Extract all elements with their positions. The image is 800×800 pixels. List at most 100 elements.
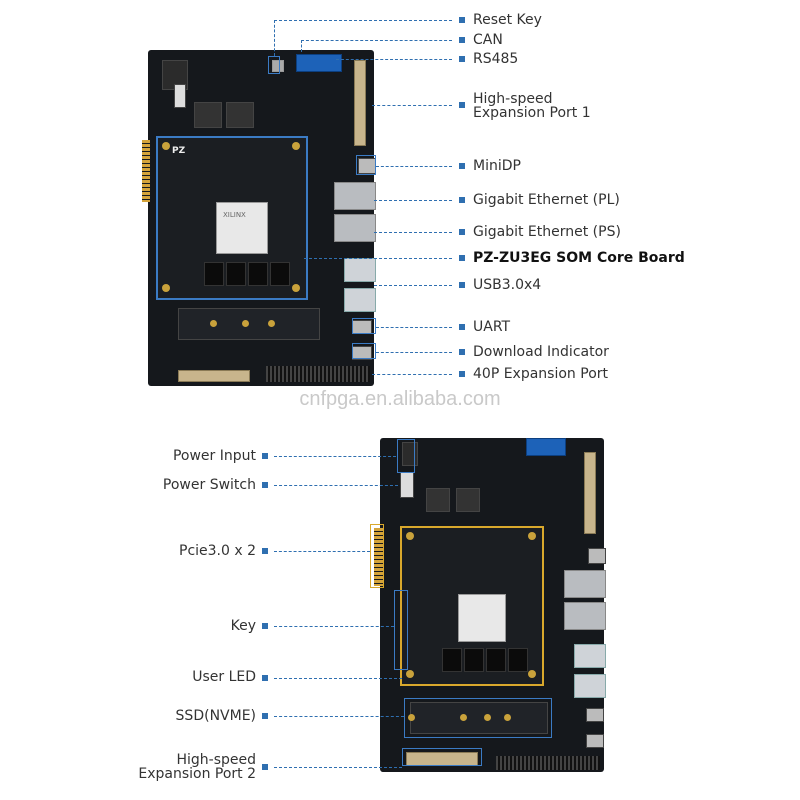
marker-user-led	[262, 675, 268, 681]
label-pcie: Pcie3.0 x 2	[179, 543, 256, 559]
mount-hole	[406, 532, 414, 540]
hl-uart	[352, 318, 376, 334]
ssd-screw	[242, 320, 249, 327]
marker-pcie	[262, 548, 268, 554]
ram-chip-3	[486, 648, 506, 672]
mount-hole	[528, 532, 536, 540]
ram-chip-3	[248, 262, 268, 286]
watermark: cnfpga.en.alibaba.com	[299, 388, 501, 410]
marker-usb	[459, 282, 465, 288]
marker-rs485	[459, 56, 465, 62]
line-user-led	[274, 678, 402, 679]
inductor-1	[426, 488, 450, 512]
label-key: Key	[230, 618, 256, 634]
som-core-board	[400, 526, 544, 686]
marker-key	[262, 623, 268, 629]
ethernet-pl-port	[334, 182, 376, 210]
mount-hole	[162, 284, 170, 292]
hs-port1-connector	[584, 452, 596, 534]
marker-hs1	[459, 102, 465, 108]
marker-download	[459, 349, 465, 355]
hl-ssd	[404, 698, 552, 738]
pcie-fingers	[374, 528, 384, 586]
marker-eth-ps	[459, 229, 465, 235]
pcie-fingers	[142, 140, 150, 202]
label-rs485: RS485	[473, 51, 519, 67]
label-eth-pl: Gigabit Ethernet (PL)	[473, 192, 620, 208]
hs-port1-connector	[354, 60, 366, 146]
line-rs485	[336, 59, 452, 60]
hl-download	[352, 343, 376, 359]
line-download	[376, 352, 452, 353]
line-reset	[274, 20, 452, 21]
line-eth-pl	[374, 200, 452, 201]
marker-power-switch	[262, 482, 268, 488]
hs-port2-connector	[178, 370, 250, 382]
line-eth-ps	[374, 232, 452, 233]
hl-hs2	[402, 748, 482, 766]
som-core-board: PZ XILINX	[156, 136, 308, 300]
fpga-chip: XILINX	[216, 202, 268, 254]
ram-chip-2	[226, 262, 246, 286]
chip-marking: XILINX	[223, 211, 246, 219]
ssd-screw	[268, 320, 275, 327]
line-uart	[376, 327, 452, 328]
label-uart: UART	[473, 319, 511, 335]
marker-ssd	[262, 713, 268, 719]
label-som: PZ-ZU3EG SOM Core Board	[473, 250, 685, 266]
can-rs485-connectors	[296, 54, 342, 72]
marker-reset	[459, 17, 465, 23]
ethernet-pl-port	[564, 570, 606, 598]
ethernet-ps-port	[564, 602, 606, 630]
hl-pcie	[370, 524, 384, 588]
fpga-chip	[458, 594, 506, 642]
hl-reset-key	[268, 56, 280, 74]
ssd-screw	[484, 714, 491, 721]
label-ssd: SSD(NVME)	[175, 708, 256, 724]
header-40p	[496, 756, 600, 770]
line-power-switch	[274, 485, 398, 486]
line-usb	[374, 285, 452, 286]
mount-hole	[292, 284, 300, 292]
power-switch	[174, 84, 186, 108]
label-user-led: User LED	[192, 669, 256, 685]
ram-chip-2	[464, 648, 484, 672]
label-eth-ps: Gigabit Ethernet (PS)	[473, 224, 621, 240]
inductor-2	[226, 102, 254, 128]
hl-minidp	[356, 155, 376, 175]
inductor-1	[194, 102, 222, 128]
label-hs2-line2: Expansion Port 2	[138, 766, 256, 782]
marker-40p	[459, 371, 465, 377]
line-hs2	[274, 767, 402, 768]
header-40p	[266, 366, 370, 382]
line-som	[304, 258, 452, 259]
label-40p: 40P Expansion Port	[473, 366, 609, 382]
label-can: CAN	[473, 32, 503, 48]
top-board-image: PZ XILINX	[142, 50, 376, 386]
marker-eth-pl	[459, 197, 465, 203]
ethernet-ps-port	[334, 214, 376, 242]
line-pcie	[274, 551, 370, 552]
usb-port-1	[344, 258, 376, 282]
mount-hole	[406, 670, 414, 678]
label-reset-key: Reset Key	[473, 12, 542, 28]
hl-keys	[394, 590, 408, 670]
label-usb: USB3.0x4	[473, 277, 542, 293]
bottom-board-image	[374, 438, 606, 772]
label-power-switch: Power Switch	[162, 477, 256, 493]
line-can-v	[301, 40, 302, 52]
ssd-screw	[210, 320, 217, 327]
marker-uart	[459, 324, 465, 330]
line-can	[301, 40, 452, 41]
label-power-input: Power Input	[172, 448, 256, 464]
power-switch	[400, 472, 414, 498]
ssd-screw	[504, 714, 511, 721]
label-download: Download Indicator	[473, 344, 609, 360]
inductor-2	[456, 488, 480, 512]
ssd-screw	[408, 714, 415, 721]
mount-hole	[162, 142, 170, 150]
marker-power-input	[262, 453, 268, 459]
label-minidp: MiniDP	[473, 158, 521, 174]
line-key	[274, 626, 394, 627]
line-minidp	[376, 166, 452, 167]
